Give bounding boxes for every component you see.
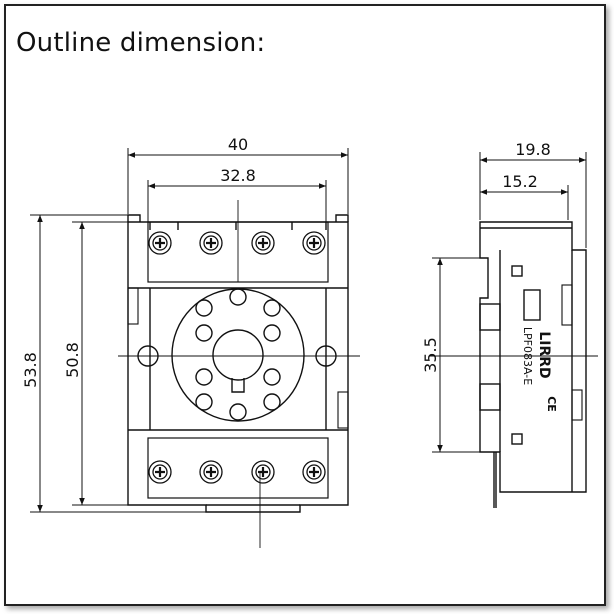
dim-depth-overall: 19.8 [515, 140, 551, 159]
cert-mark: CE [545, 396, 558, 412]
model-label: LPF083A-E [521, 327, 534, 385]
bottom-terminal-screws [148, 460, 326, 484]
dim-height-inner: 50.8 [63, 342, 82, 378]
dim-width-overall: 40 [228, 135, 248, 154]
front-centerlines [118, 200, 360, 548]
front-body-outline [127, 221, 349, 513]
dim-width-inner: 32.8 [220, 166, 256, 185]
side-view [479, 221, 587, 508]
side-dimensions [432, 152, 587, 453]
front-view [127, 214, 349, 513]
top-terminal-screws [148, 231, 326, 255]
dim-depth-inner: 15.2 [502, 172, 538, 191]
dim-height-overall: 53.8 [21, 352, 40, 388]
front-dimensions [30, 148, 349, 513]
brand-label: LIRRD [536, 331, 552, 378]
page-title: Outline dimension: [16, 28, 266, 58]
dim-side-height: 35.5 [421, 337, 440, 373]
socket-ring [171, 288, 305, 422]
